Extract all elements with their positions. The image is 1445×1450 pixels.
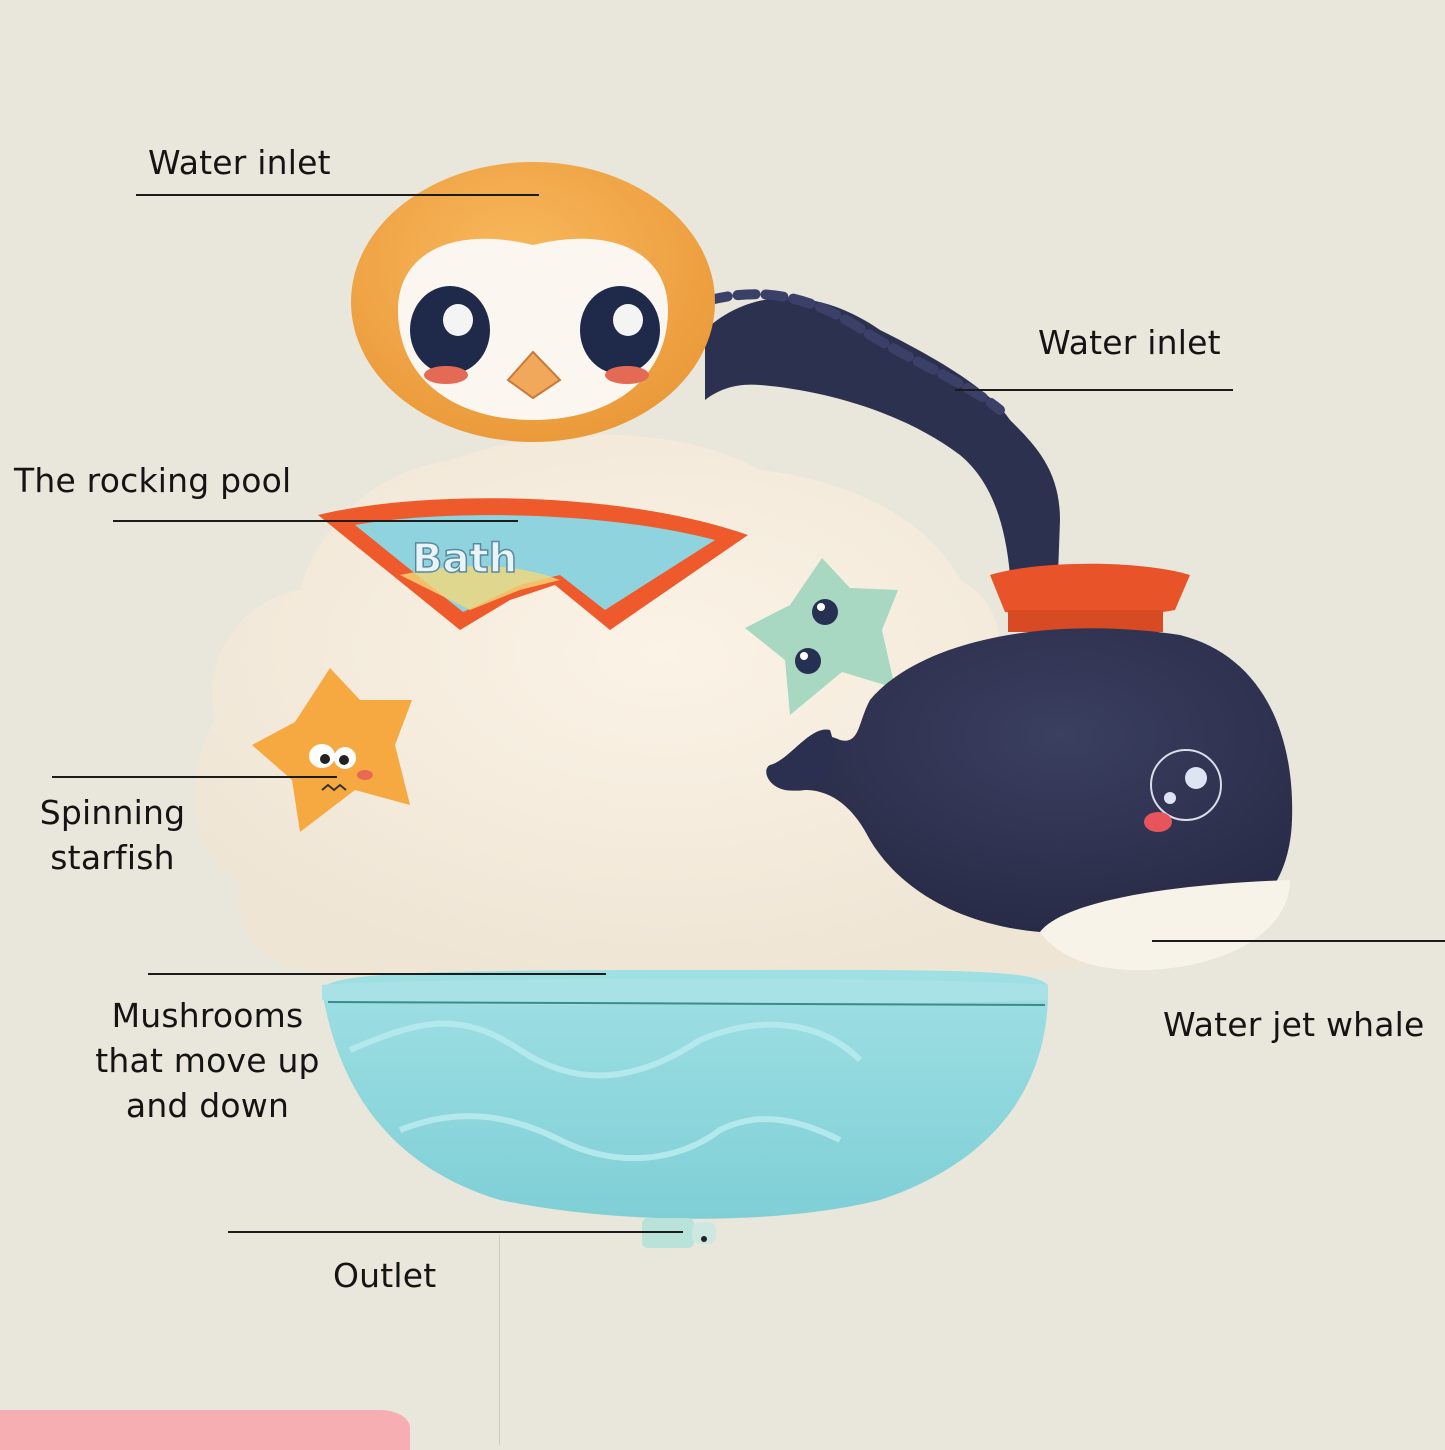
leader-rocking-pool (113, 520, 518, 522)
label-line: and down (125, 1086, 290, 1125)
mushroom-tub (322, 969, 1049, 1219)
label-rocking-pool: The rocking pool (14, 461, 292, 500)
leader-water-inlet-right (955, 389, 1233, 391)
label-line: starfish (50, 838, 175, 877)
label-outlet: Outlet (333, 1256, 437, 1295)
label-line: Spinning (39, 793, 186, 832)
label-mushrooms: Mushrooms that move up and down (85, 993, 330, 1128)
orange-starfish (252, 668, 412, 832)
svg-text:Bath: Bath (412, 536, 517, 582)
leader-water-inlet-top (136, 194, 539, 196)
label-water-inlet-right: Water inlet (1038, 323, 1221, 362)
whale (766, 628, 1293, 971)
penguin-head (351, 162, 715, 442)
pink-tray (0, 1410, 410, 1450)
label-line: Mushrooms (111, 996, 304, 1035)
wall-seam (499, 1235, 500, 1445)
water-slide (705, 289, 1060, 575)
mint-starfish (745, 558, 898, 715)
leader-mushrooms (148, 973, 606, 975)
outlet-valve (642, 1218, 716, 1248)
whale-spout (990, 563, 1190, 632)
label-water-inlet-top: Water inlet (148, 143, 331, 182)
leader-outlet (228, 1231, 683, 1233)
label-water-jet-whale: Water jet whale (1163, 1005, 1425, 1044)
leader-spinning-starfish (52, 776, 337, 778)
rocking-pool: Bath (318, 498, 748, 630)
label-spinning-starfish: Spinning starfish (30, 790, 195, 880)
label-line: that move up (95, 1041, 320, 1080)
leader-water-jet-whale (1152, 940, 1445, 942)
